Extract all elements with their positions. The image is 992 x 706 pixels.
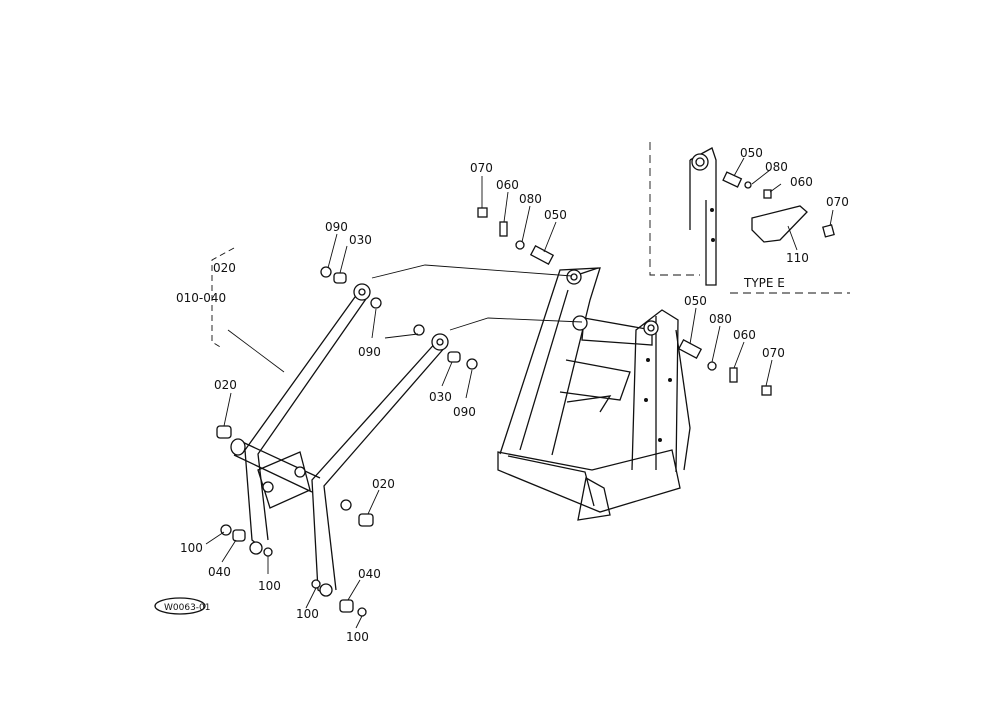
- label-060-top: 060: [496, 178, 519, 192]
- label-100-left: 100: [180, 541, 203, 555]
- callout-labels: 020 010-040 090 030 090 030 090 020 020 …: [176, 161, 785, 644]
- label-050-right: 050: [684, 294, 707, 308]
- label-070-right: 070: [762, 346, 785, 360]
- label-050-top: 050: [544, 208, 567, 222]
- label-070-top: 070: [470, 161, 493, 175]
- label-100-bot2: 100: [346, 630, 369, 644]
- inset-label-060: 060: [790, 175, 813, 189]
- stamp-text: W0063-01: [164, 603, 211, 613]
- hardware-parts: [205, 176, 773, 629]
- inset-label-110: 110: [786, 251, 809, 265]
- inset-label-050: 050: [740, 146, 763, 160]
- label-080-top: 080: [519, 192, 542, 206]
- lift-arm-assembly: [227, 264, 583, 597]
- inset-label-080: 080: [765, 160, 788, 174]
- label-080-right: 080: [709, 312, 732, 326]
- label-020-left: 020: [214, 378, 237, 392]
- label-010-040: 010-040: [176, 291, 226, 305]
- main-frame: [497, 267, 691, 521]
- label-030-top: 030: [349, 233, 372, 247]
- drawing-number-stamp: W0063-01: [154, 597, 211, 615]
- label-060-right: 060: [733, 328, 756, 342]
- label-020-top: 020: [213, 261, 236, 275]
- label-020-right: 020: [372, 477, 395, 491]
- type-e-inset: 050 080 060 070 110 TYPE E: [649, 142, 850, 294]
- label-090-top: 090: [325, 220, 348, 234]
- label-090-mid: 090: [358, 345, 381, 359]
- inset-type-label: TYPE E: [743, 276, 785, 290]
- label-090-right: 090: [453, 405, 476, 419]
- label-040-left: 040: [208, 565, 231, 579]
- label-040-bot: 040: [358, 567, 381, 581]
- inset-label-070: 070: [826, 195, 849, 209]
- label-030-mid: 030: [429, 390, 452, 404]
- label-100-bot: 100: [296, 607, 319, 621]
- label-100-left2: 100: [258, 579, 281, 593]
